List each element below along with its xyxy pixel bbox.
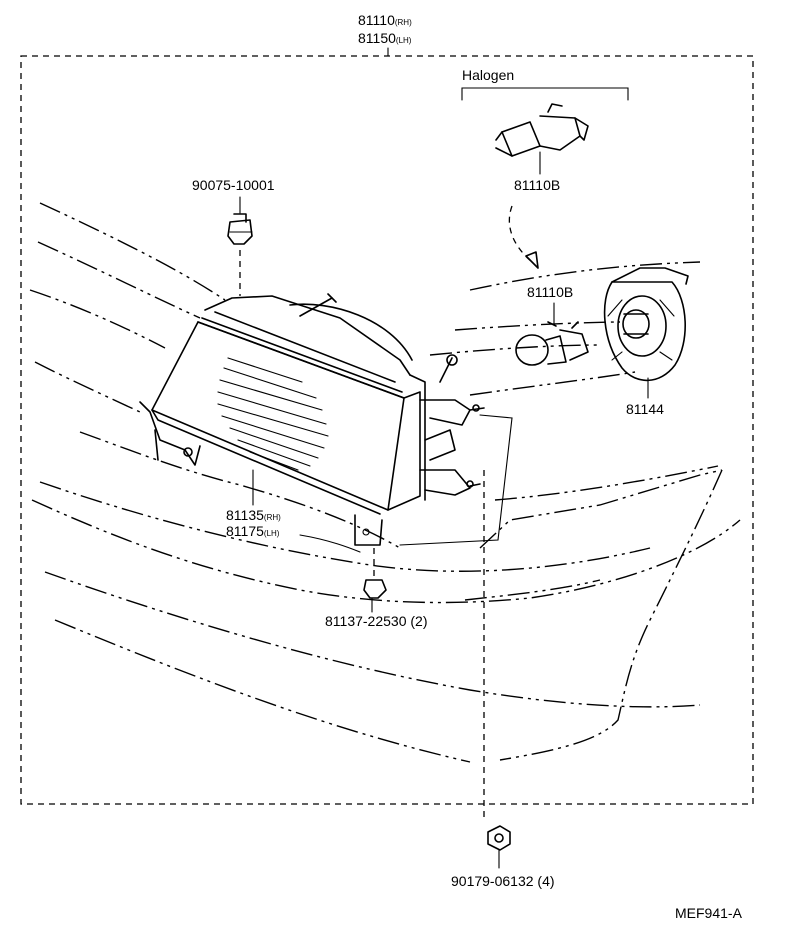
halogen-bracket [461, 87, 629, 101]
alignment-lines [239, 250, 513, 820]
socket-cover-81144 [603, 267, 689, 399]
label-bulb-top: 81110B [514, 177, 561, 193]
label-assembly: 81110(RH) [358, 12, 412, 31]
label-bulb-mid: 81110B [527, 284, 574, 300]
halogen-bulb-top [495, 103, 589, 175]
label-clip-top: 90075-10001 [192, 177, 275, 193]
label-lens-rh-side: (RH) [263, 513, 281, 522]
label-halogen: Halogen [462, 67, 515, 83]
label-lens-rh: 81135 [226, 507, 264, 523]
label-assembly-lh-side: (LH) [395, 36, 412, 45]
label-socket-cover: 81144 [626, 401, 664, 417]
clip-90075 [227, 196, 253, 245]
label-assembly-rh-side: (RH) [394, 18, 412, 27]
bulb-mid [515, 302, 589, 366]
label-assembly-lh-row: 81150(LH) [358, 30, 411, 49]
label-lens-lh-side: (LH) [263, 529, 280, 538]
label-lens-lh: 81175 [226, 523, 264, 539]
assembly-boundary [20, 55, 754, 805]
label-figure-code: MEF941-A [675, 905, 742, 921]
nut-90179 [487, 825, 511, 869]
label-bracket: 81137-22530 (2) [325, 613, 428, 629]
install-arrow [508, 205, 539, 269]
lens-leader-lh [299, 534, 361, 553]
headlamp-unit [139, 293, 485, 546]
label-lens-rh-row: 81135(RH) [226, 507, 281, 526]
car-body-outline [29, 202, 741, 763]
bracket-81137 [363, 579, 387, 613]
label-assembly-rh: 81110 [358, 12, 395, 28]
label-assembly-lh: 81150 [358, 30, 396, 46]
label-lens-lh-row: 81175(LH) [226, 523, 279, 542]
label-nut: 90179-06132 (4) [451, 873, 555, 889]
